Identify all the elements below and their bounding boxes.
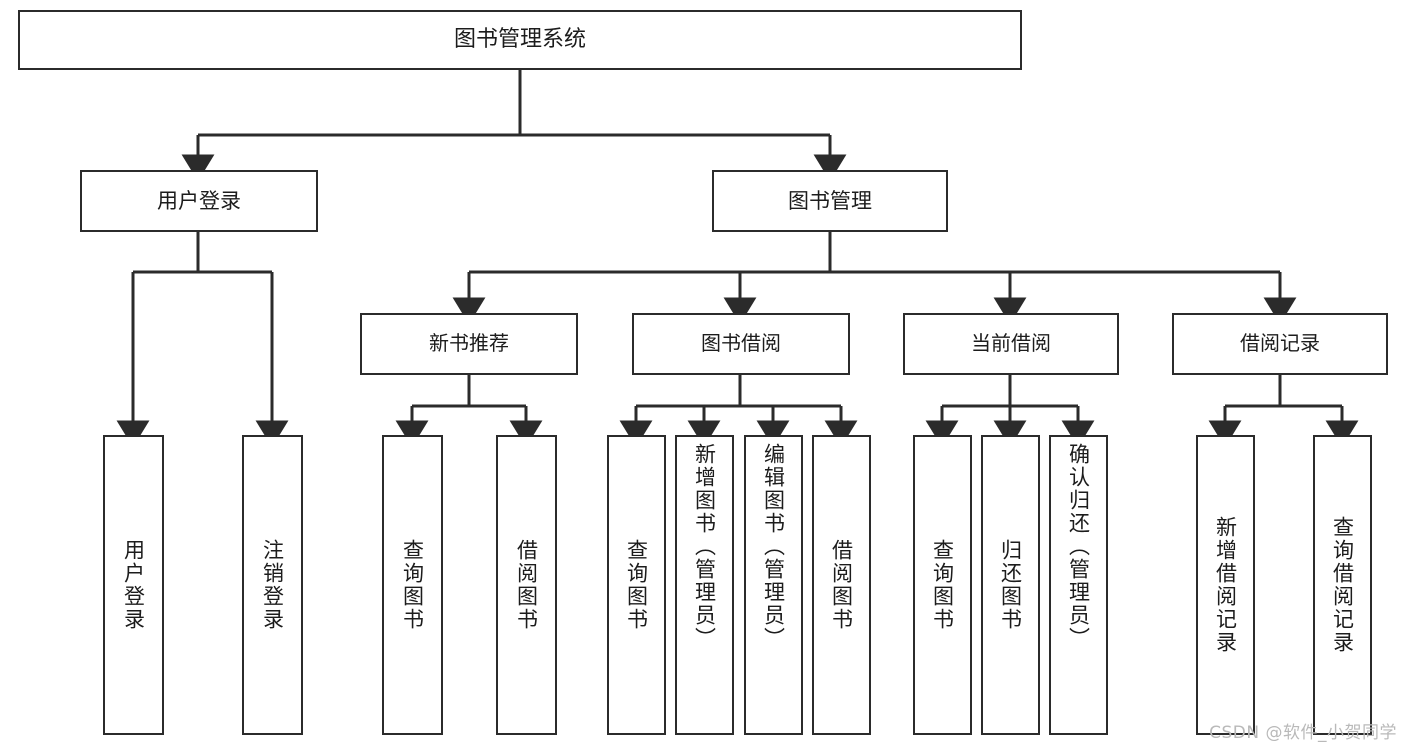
leaf-borrow-add-book[interactable]: 新增图书（管理员） xyxy=(675,435,734,735)
leaf-current-query-book[interactable]: 查询图书 xyxy=(913,435,972,735)
leaf-borrow-query-book-label: 查询图书 xyxy=(624,539,649,631)
leaf-user-logout-label: 注销登录 xyxy=(260,539,285,631)
leaf-borrow-edit-book-label: 编辑图书（管理员） xyxy=(761,443,786,650)
leaf-recommend-query-book-label: 查询图书 xyxy=(400,539,425,631)
node-root[interactable]: 图书管理系统 xyxy=(18,10,1022,70)
node-book-management[interactable]: 图书管理 xyxy=(712,170,948,232)
leaf-record-query-label: 查询借阅记录 xyxy=(1330,516,1355,654)
leaf-record-add-label: 新增借阅记录 xyxy=(1213,516,1238,654)
node-current-borrow-label: 当前借阅 xyxy=(971,331,1051,356)
node-book-borrow[interactable]: 图书借阅 xyxy=(632,313,850,375)
node-borrow-record[interactable]: 借阅记录 xyxy=(1172,313,1388,375)
leaf-current-return-book-label: 归还图书 xyxy=(998,539,1023,631)
leaf-current-query-book-label: 查询图书 xyxy=(930,539,955,631)
leaf-user-login-label: 用户登录 xyxy=(121,539,146,631)
node-new-book-recommend[interactable]: 新书推荐 xyxy=(360,313,578,375)
leaf-borrow-edit-book[interactable]: 编辑图书（管理员） xyxy=(744,435,803,735)
leaf-record-query[interactable]: 查询借阅记录 xyxy=(1313,435,1372,735)
leaf-recommend-query-book[interactable]: 查询图书 xyxy=(382,435,443,735)
node-new-book-recommend-label: 新书推荐 xyxy=(429,331,509,356)
node-book-management-label: 图书管理 xyxy=(788,188,872,213)
leaf-recommend-borrow-book-label: 借阅图书 xyxy=(514,539,539,631)
leaf-user-login[interactable]: 用户登录 xyxy=(103,435,164,735)
leaf-record-add[interactable]: 新增借阅记录 xyxy=(1196,435,1255,735)
leaf-borrow-borrow-book[interactable]: 借阅图书 xyxy=(812,435,871,735)
leaf-user-logout[interactable]: 注销登录 xyxy=(242,435,303,735)
node-user-login-label: 用户登录 xyxy=(157,188,241,213)
node-book-borrow-label: 图书借阅 xyxy=(701,331,781,356)
leaf-borrow-add-book-label: 新增图书（管理员） xyxy=(692,443,717,650)
leaf-borrow-query-book[interactable]: 查询图书 xyxy=(607,435,666,735)
leaf-recommend-borrow-book[interactable]: 借阅图书 xyxy=(496,435,557,735)
leaf-current-return-book[interactable]: 归还图书 xyxy=(981,435,1040,735)
leaf-current-confirm-return[interactable]: 确认归还（管理员） xyxy=(1049,435,1108,735)
node-user-login[interactable]: 用户登录 xyxy=(80,170,318,232)
node-root-label: 图书管理系统 xyxy=(453,27,586,53)
leaf-current-confirm-return-label: 确认归还（管理员） xyxy=(1066,443,1091,650)
leaf-borrow-borrow-book-label: 借阅图书 xyxy=(829,539,854,631)
node-current-borrow[interactable]: 当前借阅 xyxy=(903,313,1119,375)
node-borrow-record-label: 借阅记录 xyxy=(1240,331,1320,356)
